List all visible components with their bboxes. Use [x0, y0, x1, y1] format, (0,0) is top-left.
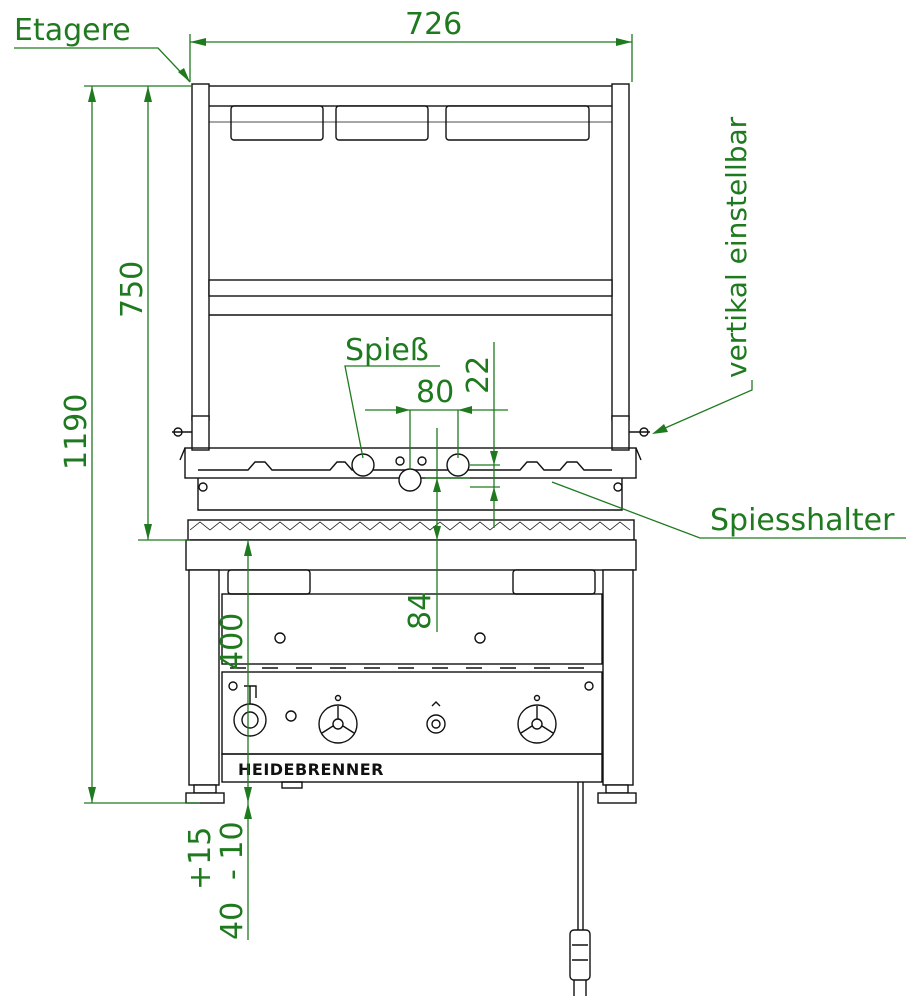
- spit-2: [398, 468, 422, 492]
- wing-screw-right: [629, 427, 650, 437]
- dim-40: 40: [215, 902, 250, 940]
- gn-container-left: [230, 105, 324, 141]
- right-upright-lower: [611, 415, 630, 451]
- foot-right-pad: [597, 792, 637, 804]
- left-upright-lower: [191, 415, 210, 451]
- dim-width-726: 726: [405, 7, 462, 42]
- dim-22: 22: [461, 356, 496, 394]
- label-spiesshalter: Spiesshalter: [710, 503, 895, 538]
- drip-pan-right: [512, 569, 596, 595]
- gn-container-right: [445, 105, 590, 141]
- dim-400: 400: [215, 613, 250, 670]
- foot-left-pad: [185, 792, 225, 804]
- wing-screw-left: [172, 427, 192, 437]
- gn-container-middle: [335, 105, 429, 141]
- foot-right: [605, 784, 629, 794]
- dim-84: 84: [403, 592, 438, 630]
- left-upright: [191, 83, 210, 421]
- burner-knob-left: [318, 694, 358, 744]
- middle-shelf: [208, 279, 613, 297]
- base-top: [185, 539, 637, 571]
- label-etagere: Etagere: [14, 13, 131, 48]
- lower-body: [221, 753, 603, 783]
- top-shelf: [197, 85, 624, 107]
- spit-1: [351, 453, 375, 477]
- ignition-button: [426, 701, 446, 734]
- grill-grate: [187, 519, 635, 541]
- drip-pan-left: [227, 569, 311, 595]
- left-leg: [188, 569, 220, 786]
- foot-left: [193, 784, 217, 794]
- right-leg: [602, 569, 634, 786]
- dim-plus-15: +15: [183, 827, 218, 890]
- power-plug: [569, 929, 591, 981]
- dim-height-1190: 1190: [59, 394, 94, 470]
- right-upright: [611, 83, 630, 421]
- label-spiess: Spieß: [345, 333, 429, 368]
- grill-machine: HEIDEBRENNER: [172, 83, 650, 996]
- inner-panel: [221, 593, 603, 665]
- label-vertikal-einstellbar: vertikal einstellbar: [720, 116, 753, 378]
- brand-name: HEIDEBRENNER: [238, 760, 384, 779]
- control-panel: [221, 671, 603, 755]
- burner-knob-right: [517, 694, 557, 744]
- dimensions: 726 Etagere 1190 750 vertikal einstellba…: [14, 7, 906, 940]
- spit-notches: [198, 461, 612, 471]
- dim-minus-10: - 10: [215, 821, 250, 880]
- indicator-light: [285, 710, 297, 722]
- dim-height-750: 750: [115, 261, 150, 318]
- dim-80: 80: [416, 375, 454, 410]
